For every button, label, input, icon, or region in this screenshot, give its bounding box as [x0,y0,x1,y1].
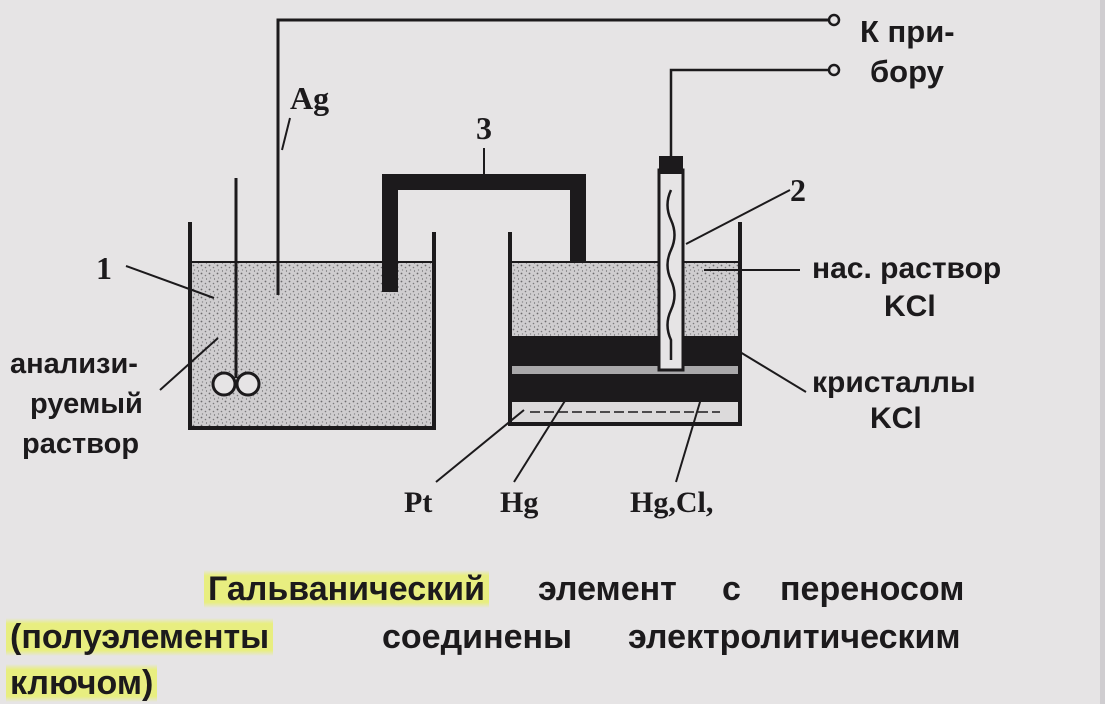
stirrer-blade-left [211,371,237,397]
reference-electrode-cap [659,156,683,174]
hg2cl2-layer [512,366,738,374]
label-1: 1 [96,250,112,286]
leader-hg2cl2 [675,381,707,483]
reference-lead-wire [669,68,830,156]
caption-line-3: ключом) [6,664,158,702]
caption-word-half-elements: (полуэлементы [6,618,274,656]
label-ag: Ag [290,80,330,116]
leader-pt [435,409,525,483]
mercury-layer [512,374,738,402]
caption-word-connected: соединены [382,618,573,656]
caption-word-galvanic: Гальванический [204,570,489,608]
saturated-kcl-fill [512,262,738,336]
leader-ag [281,117,291,151]
figure-caption: Гальванический элемент с переносом (полу… [0,562,1105,704]
label-crystals-line2: KCl [870,402,922,435]
label-analyzed-line1: анализи- [10,348,138,380]
leader-crystals [739,351,807,393]
stirrer-blade-right [235,371,261,397]
label-hg2cl2: Hg,Cl, [630,486,714,519]
label-device-line1: К при- [860,14,955,49]
label-2: 2 [790,172,806,208]
kcl-crystals-layer [512,336,738,366]
leader-lines [125,117,807,483]
label-analyzed-line2: руемый [30,388,143,420]
leader-1 [125,265,215,299]
label-sat-solution-line1: нас. раствор [812,252,1002,285]
caption-line-1: Гальванический [204,570,489,608]
caption-word-electrolytic: электролитическим [628,618,961,656]
terminal-2 [827,63,841,77]
label-hg: Hg [500,486,539,519]
vessel-bottom-gap [512,402,738,422]
label-pt: Pt [404,486,433,519]
leader-2 [685,189,791,245]
leader-hg [513,395,569,483]
label-sat-solution-line2: KCl [884,290,936,323]
terminal-1 [827,13,841,27]
leader-analyzed [159,337,219,391]
salt-bridge-tube [382,174,586,292]
silver-electrode-wire [276,18,830,295]
salt-bridge [382,148,586,292]
caption-word-with: с [722,570,741,608]
caption-word-transfer: переносом [780,570,965,608]
label-analyzed-line3: раствор [22,428,140,460]
right-vessel-wall [508,222,742,426]
right-vessel [508,63,841,426]
label-3: 3 [476,110,492,146]
left-vessel-wall [188,222,436,430]
reference-electrode-tube [657,168,685,372]
label-device-line2: бору [870,54,944,89]
reference-electrode-wire [666,189,676,360]
label-crystals-line1: кристаллы [812,366,976,399]
caption-word-element: элемент [538,570,677,608]
